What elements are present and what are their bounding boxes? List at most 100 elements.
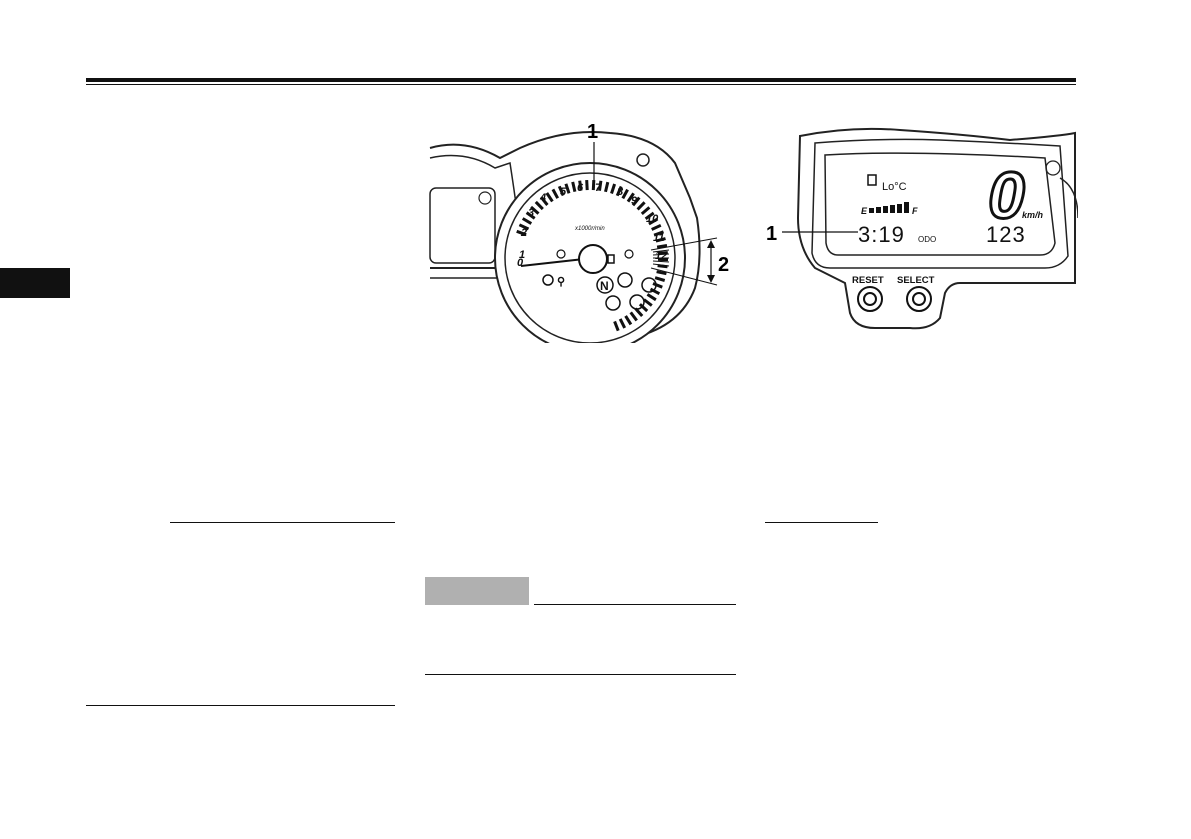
dial-tick <box>557 185 565 197</box>
speed-value: 0 <box>988 158 1025 232</box>
dial-tick <box>655 237 666 243</box>
indicator-lamp <box>542 274 554 286</box>
dial-tick <box>640 206 651 216</box>
callout-2: 2 <box>718 254 729 276</box>
dial-tick <box>585 180 589 191</box>
high-beam-icon <box>617 272 633 288</box>
engine-check-icon <box>641 277 657 293</box>
dial-tick <box>636 201 646 211</box>
neutral-indicator <box>596 276 614 294</box>
dial-number: 3 <box>528 207 534 219</box>
dial-number: 10 <box>646 213 659 225</box>
lcd-screen <box>824 152 1056 256</box>
dial-tick <box>521 217 533 225</box>
dial-tick <box>621 188 629 200</box>
fuel-empty-label: E <box>861 206 868 216</box>
dial-tick <box>578 180 583 191</box>
dial-tick <box>534 200 544 211</box>
dial-number: 4 <box>539 192 546 204</box>
dial-number: 7 <box>595 182 602 194</box>
reset-button[interactable] <box>857 286 883 312</box>
dial-tick <box>657 264 668 269</box>
dial-number: 8 <box>617 186 624 198</box>
dial-tick <box>646 293 657 302</box>
key-icon: ⚲ <box>557 276 565 288</box>
knob-icon <box>636 153 650 167</box>
speed-unit: km/h <box>1022 210 1044 220</box>
dial-tick <box>618 318 627 329</box>
note-rule-top <box>534 604 736 605</box>
dial-tick <box>545 192 554 203</box>
turn-signal-icon <box>478 191 492 205</box>
dial-tick <box>653 230 665 237</box>
dial-tick <box>518 223 530 231</box>
section-rule-right <box>765 522 878 523</box>
odometer-value: 123 <box>986 222 1026 247</box>
odo-label: ODO <box>918 235 936 244</box>
dial-number: 0 <box>517 257 524 269</box>
oil-icon <box>629 294 645 310</box>
dial-number: 12 <box>655 250 667 262</box>
dial-tick <box>657 251 668 255</box>
dial-tick <box>651 223 662 231</box>
header-rule-thick <box>86 78 1076 82</box>
dial-ticks <box>516 180 669 332</box>
dial-tick <box>571 181 577 193</box>
dial-tick <box>626 192 635 203</box>
dial-number: 1 <box>519 249 525 261</box>
temp-label: Lo°C <box>882 181 907 193</box>
lcd-display-figure: Lo°C E F 0 km/h 3:19 ODO 123 1 RESET SEL… <box>766 127 1078 330</box>
display-bezel <box>811 138 1069 269</box>
lamp-window <box>429 187 496 264</box>
header-rule-thin <box>86 84 1076 85</box>
select-button[interactable] <box>906 286 932 312</box>
fuel-gauge-bars <box>869 202 909 213</box>
note-rule-bottom <box>425 674 736 675</box>
dial-tick <box>613 320 620 332</box>
dial-tick <box>656 244 668 249</box>
fuel-full-label: F <box>912 206 918 216</box>
note-heading-box <box>425 577 529 605</box>
dial-tick <box>654 276 666 282</box>
display-housing <box>796 127 1076 330</box>
dial-tick <box>634 307 644 317</box>
turn-signal-icon <box>1045 160 1061 176</box>
dial-number: 9 <box>631 195 638 207</box>
dial-tick <box>631 196 641 207</box>
needle-hub <box>578 244 608 274</box>
dial-tick <box>598 180 603 191</box>
dial-number: 5 <box>560 186 567 198</box>
dial-number: 2 <box>520 227 527 239</box>
dial-tick <box>539 196 549 206</box>
dial-tick <box>525 211 536 220</box>
dial-tick <box>638 303 649 313</box>
dial-tick <box>652 282 663 289</box>
dial-tick <box>530 205 540 215</box>
dial-tick <box>604 181 610 193</box>
select-label: SELECT <box>897 275 935 286</box>
section-rule-left-1 <box>170 522 395 523</box>
dial-tick <box>551 188 560 199</box>
chapter-tab <box>0 268 70 298</box>
dial-tick <box>644 211 655 221</box>
dial-tick <box>516 229 527 237</box>
dial-number: 11 <box>653 232 664 244</box>
dial-tick <box>649 287 661 296</box>
dial-unit-label: x1000r/min <box>574 226 605 232</box>
callout-1: 1 <box>587 121 598 143</box>
tachometer-figure: 1 2 3 4 5 6 7 8 9 10 11 12 0 x1000r/min … <box>429 121 729 343</box>
callout-1: 1 <box>766 223 777 245</box>
dial-tick <box>642 298 653 307</box>
dial-tick <box>610 183 617 194</box>
dial-number: 6 <box>577 182 584 194</box>
dial-tick <box>615 185 623 197</box>
fuel-pump-icon <box>867 174 877 186</box>
coolant-temp-icon <box>605 295 621 311</box>
dial-tick <box>648 217 659 226</box>
reset-label: RESET <box>852 275 884 286</box>
dial-tick <box>629 311 638 322</box>
neutral-label: N <box>600 279 609 293</box>
section-rule-left-2 <box>86 705 395 706</box>
dial-tick <box>564 183 571 194</box>
dial-tick <box>656 270 667 276</box>
